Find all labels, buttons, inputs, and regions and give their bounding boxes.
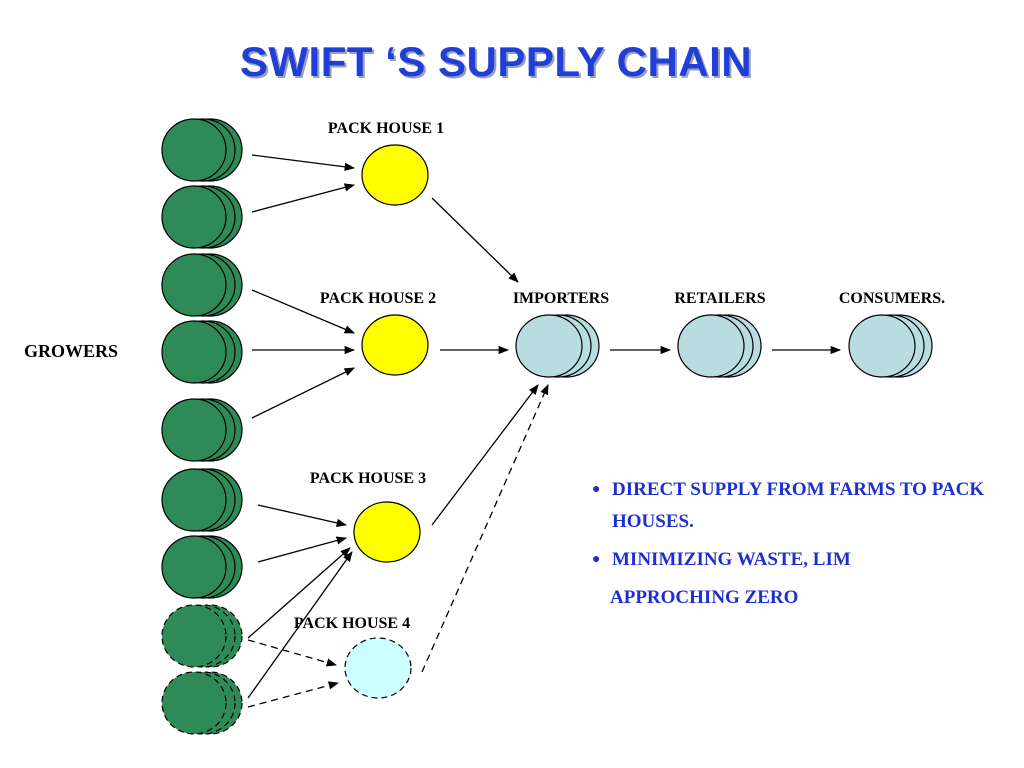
- arrow-ph1-importers: [431, 197, 519, 283]
- arrow-g8-ph3: [247, 547, 351, 639]
- consumers-label: CONSUMERS.: [839, 290, 945, 307]
- note-item-1-text: DIRECT SUPPLY FROM FARMS TO PACK HOUSES.: [612, 479, 985, 532]
- grower-1: [161, 118, 243, 182]
- arrow-g9-ph3: [247, 551, 353, 699]
- growers-label: GROWERS: [24, 341, 118, 361]
- grower-9-dashed: [161, 671, 243, 735]
- importers-label: IMPORTERS: [513, 290, 609, 307]
- arrow-g9-ph4: [247, 681, 340, 708]
- grower-group: [161, 118, 243, 735]
- arrow-g7-ph3: [257, 536, 348, 563]
- grower-6: [161, 468, 243, 532]
- pack-house-1-node: [361, 144, 429, 206]
- grower-4: [161, 320, 243, 384]
- pack-house-2-node: [361, 314, 429, 376]
- pack-house-4-label: PACK HOUSE 4: [294, 615, 410, 632]
- arrow-ph4-importers: [421, 384, 549, 673]
- connector-arrows: [247, 154, 842, 699]
- bullet-icon: ●: [592, 552, 601, 567]
- pack-house-3-label: PACK HOUSE 3: [310, 470, 426, 487]
- grower-7: [161, 535, 243, 599]
- arrow-ph3-importers: [431, 384, 539, 526]
- dashed-arrows: [247, 384, 549, 708]
- pack-house-2-label: PACK HOUSE 2: [320, 290, 436, 307]
- grower-5: [161, 398, 243, 462]
- page-title: SWIFT ‘S SUPPLY CHAIN: [239, 38, 753, 85]
- arrow-g6-ph3: [257, 504, 348, 527]
- note-item-2: ● MINIMIZING WASTE, LIM: [590, 544, 1010, 576]
- importers-node: [515, 314, 600, 378]
- retailers-label: RETAILERS: [674, 290, 765, 307]
- note-item-1: ● DIRECT SUPPLY FROM FARMS TO PACK HOUSE…: [590, 474, 1010, 538]
- arrow-g5-ph2: [251, 367, 355, 419]
- grower-2: [161, 185, 243, 249]
- retailers-node: [677, 314, 762, 378]
- arrow-g8-ph4: [247, 639, 338, 667]
- note-item-2-continuation: APPROCHING ZERO: [610, 587, 799, 608]
- arrow-g2-ph1: [251, 183, 356, 213]
- pack-house-4-node: [344, 637, 412, 699]
- arrow-g3-ph2: [251, 289, 355, 334]
- pack-house-3-node: [353, 501, 421, 563]
- arrow-g1-ph1: [251, 154, 356, 171]
- grower-3: [161, 253, 243, 317]
- notes-list: ● DIRECT SUPPLY FROM FARMS TO PACK HOUSE…: [590, 474, 1010, 614]
- grower-8-dashed: [161, 604, 243, 668]
- consumers-node: [848, 314, 933, 378]
- pack-house-1-label: PACK HOUSE 1: [328, 120, 444, 137]
- note-item-2-text: MINIMIZING WASTE, LIM: [612, 549, 851, 570]
- bullet-icon: ●: [592, 482, 601, 497]
